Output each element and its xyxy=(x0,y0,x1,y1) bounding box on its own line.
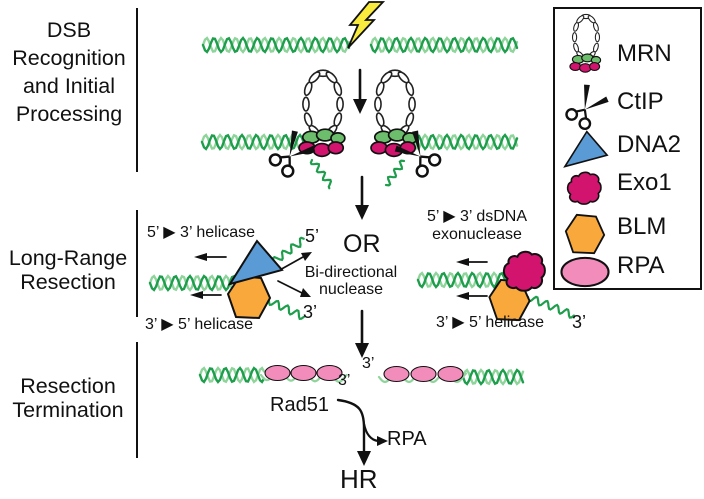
stage-label-dsb-recognition: DSB Recognition and Initial Processing xyxy=(12,18,126,126)
legend-mrn-complex-icon xyxy=(566,9,606,84)
stage-divider-line-1 xyxy=(136,8,138,172)
legend-blue-triangle-icon xyxy=(561,130,611,169)
label-or: OR xyxy=(343,230,381,258)
rpa-oval xyxy=(290,363,317,383)
label-rad51: Rad51 xyxy=(270,394,329,416)
label-5to3-helicase: 5’ ▶ 3’ helicase xyxy=(147,224,256,241)
label-3prime-end-right: 3’ xyxy=(572,312,587,332)
label-3prime-termination-right: 3’ xyxy=(362,355,375,372)
dna-strand-dark xyxy=(148,274,244,292)
rpa-oval xyxy=(437,364,464,384)
legend-pink-oval-icon xyxy=(559,256,611,288)
stage-label-resection-termination: Resection Termination xyxy=(12,374,124,422)
ssdna-strand xyxy=(309,158,333,190)
arrow-nuclease-down xyxy=(277,280,303,294)
ssdna-strand xyxy=(384,159,406,187)
arrow-down-3-head xyxy=(355,343,369,358)
dna-strand-dark xyxy=(416,271,510,289)
legend-orange-hexagon-icon xyxy=(562,213,608,255)
dna-strand-dark xyxy=(198,366,266,384)
legend-label-mrn: MRN xyxy=(617,40,672,67)
dna-strand-dark xyxy=(461,368,525,386)
dna-strand-light xyxy=(405,133,519,151)
rpa-oval xyxy=(264,363,291,383)
arrow-left-top-head xyxy=(194,253,207,261)
label-3to5-helicase-left: 3’ ▶ 5’ helicase xyxy=(145,316,254,333)
dna-strand-light xyxy=(198,366,266,384)
dna2-triangle xyxy=(228,239,284,287)
dna-strand-light xyxy=(461,368,525,386)
label-3to5-helicase-right: 3’ ▶ 5’ helicase xyxy=(436,314,545,331)
stage-label-long-range-resection: Long-Range Resection xyxy=(8,246,128,294)
stage-divider-line-2 xyxy=(136,210,138,317)
arrow-left-right-bottom-head xyxy=(456,292,469,300)
legend-label-blm: BLM xyxy=(617,213,667,240)
legend-label-ctip: CtIP xyxy=(617,88,664,115)
label-hr: HR xyxy=(340,464,378,494)
legend-magenta-blob-icon xyxy=(565,171,603,205)
arrow-left-right-top-head xyxy=(456,258,469,266)
dna-strand-dark xyxy=(200,133,306,151)
legend-label-rpa: RPA xyxy=(617,252,665,279)
dna-strand-dark xyxy=(201,36,351,54)
arrow-nuclease-up-head xyxy=(301,252,312,261)
arrow-rad51-to-hr-head xyxy=(357,451,371,466)
exo1-blob xyxy=(502,250,546,292)
label-rpa-released: RPA xyxy=(387,428,427,450)
rpa-oval xyxy=(383,364,410,384)
arrow-rad51-to-hr xyxy=(336,398,366,454)
arrow-rpa-release-head xyxy=(377,436,388,446)
dna-strand-dark xyxy=(369,36,519,54)
label-bidirectional-nuclease: Bi-directional nuclease xyxy=(304,264,398,298)
lightning-bolt-icon xyxy=(347,1,386,49)
ssdna-strand xyxy=(526,295,575,319)
legend-label-exo1: Exo1 xyxy=(617,169,672,196)
arrow-rpa-release xyxy=(362,422,380,443)
arrow-down-2-head xyxy=(355,205,369,220)
label-dsdna-exonuclease: 5’ ▶ 3’ dsDNA exonuclease xyxy=(426,208,528,243)
label-3prime-end-left: 3’ xyxy=(303,302,318,322)
dna-strand-dark xyxy=(405,133,519,151)
stage-divider-line-3 xyxy=(136,342,138,458)
dna-strand-light xyxy=(148,274,244,292)
rpa-oval xyxy=(410,364,437,384)
label-3prime-termination-left: 3’ xyxy=(338,372,351,389)
arrow-left-bottom-head xyxy=(190,291,203,299)
legend-label-dna2: DNA2 xyxy=(617,131,682,158)
label-5prime-end: 5’ xyxy=(305,226,320,246)
arrow-nuclease-down-head xyxy=(300,288,311,297)
arrow-down-1-head xyxy=(353,99,367,114)
